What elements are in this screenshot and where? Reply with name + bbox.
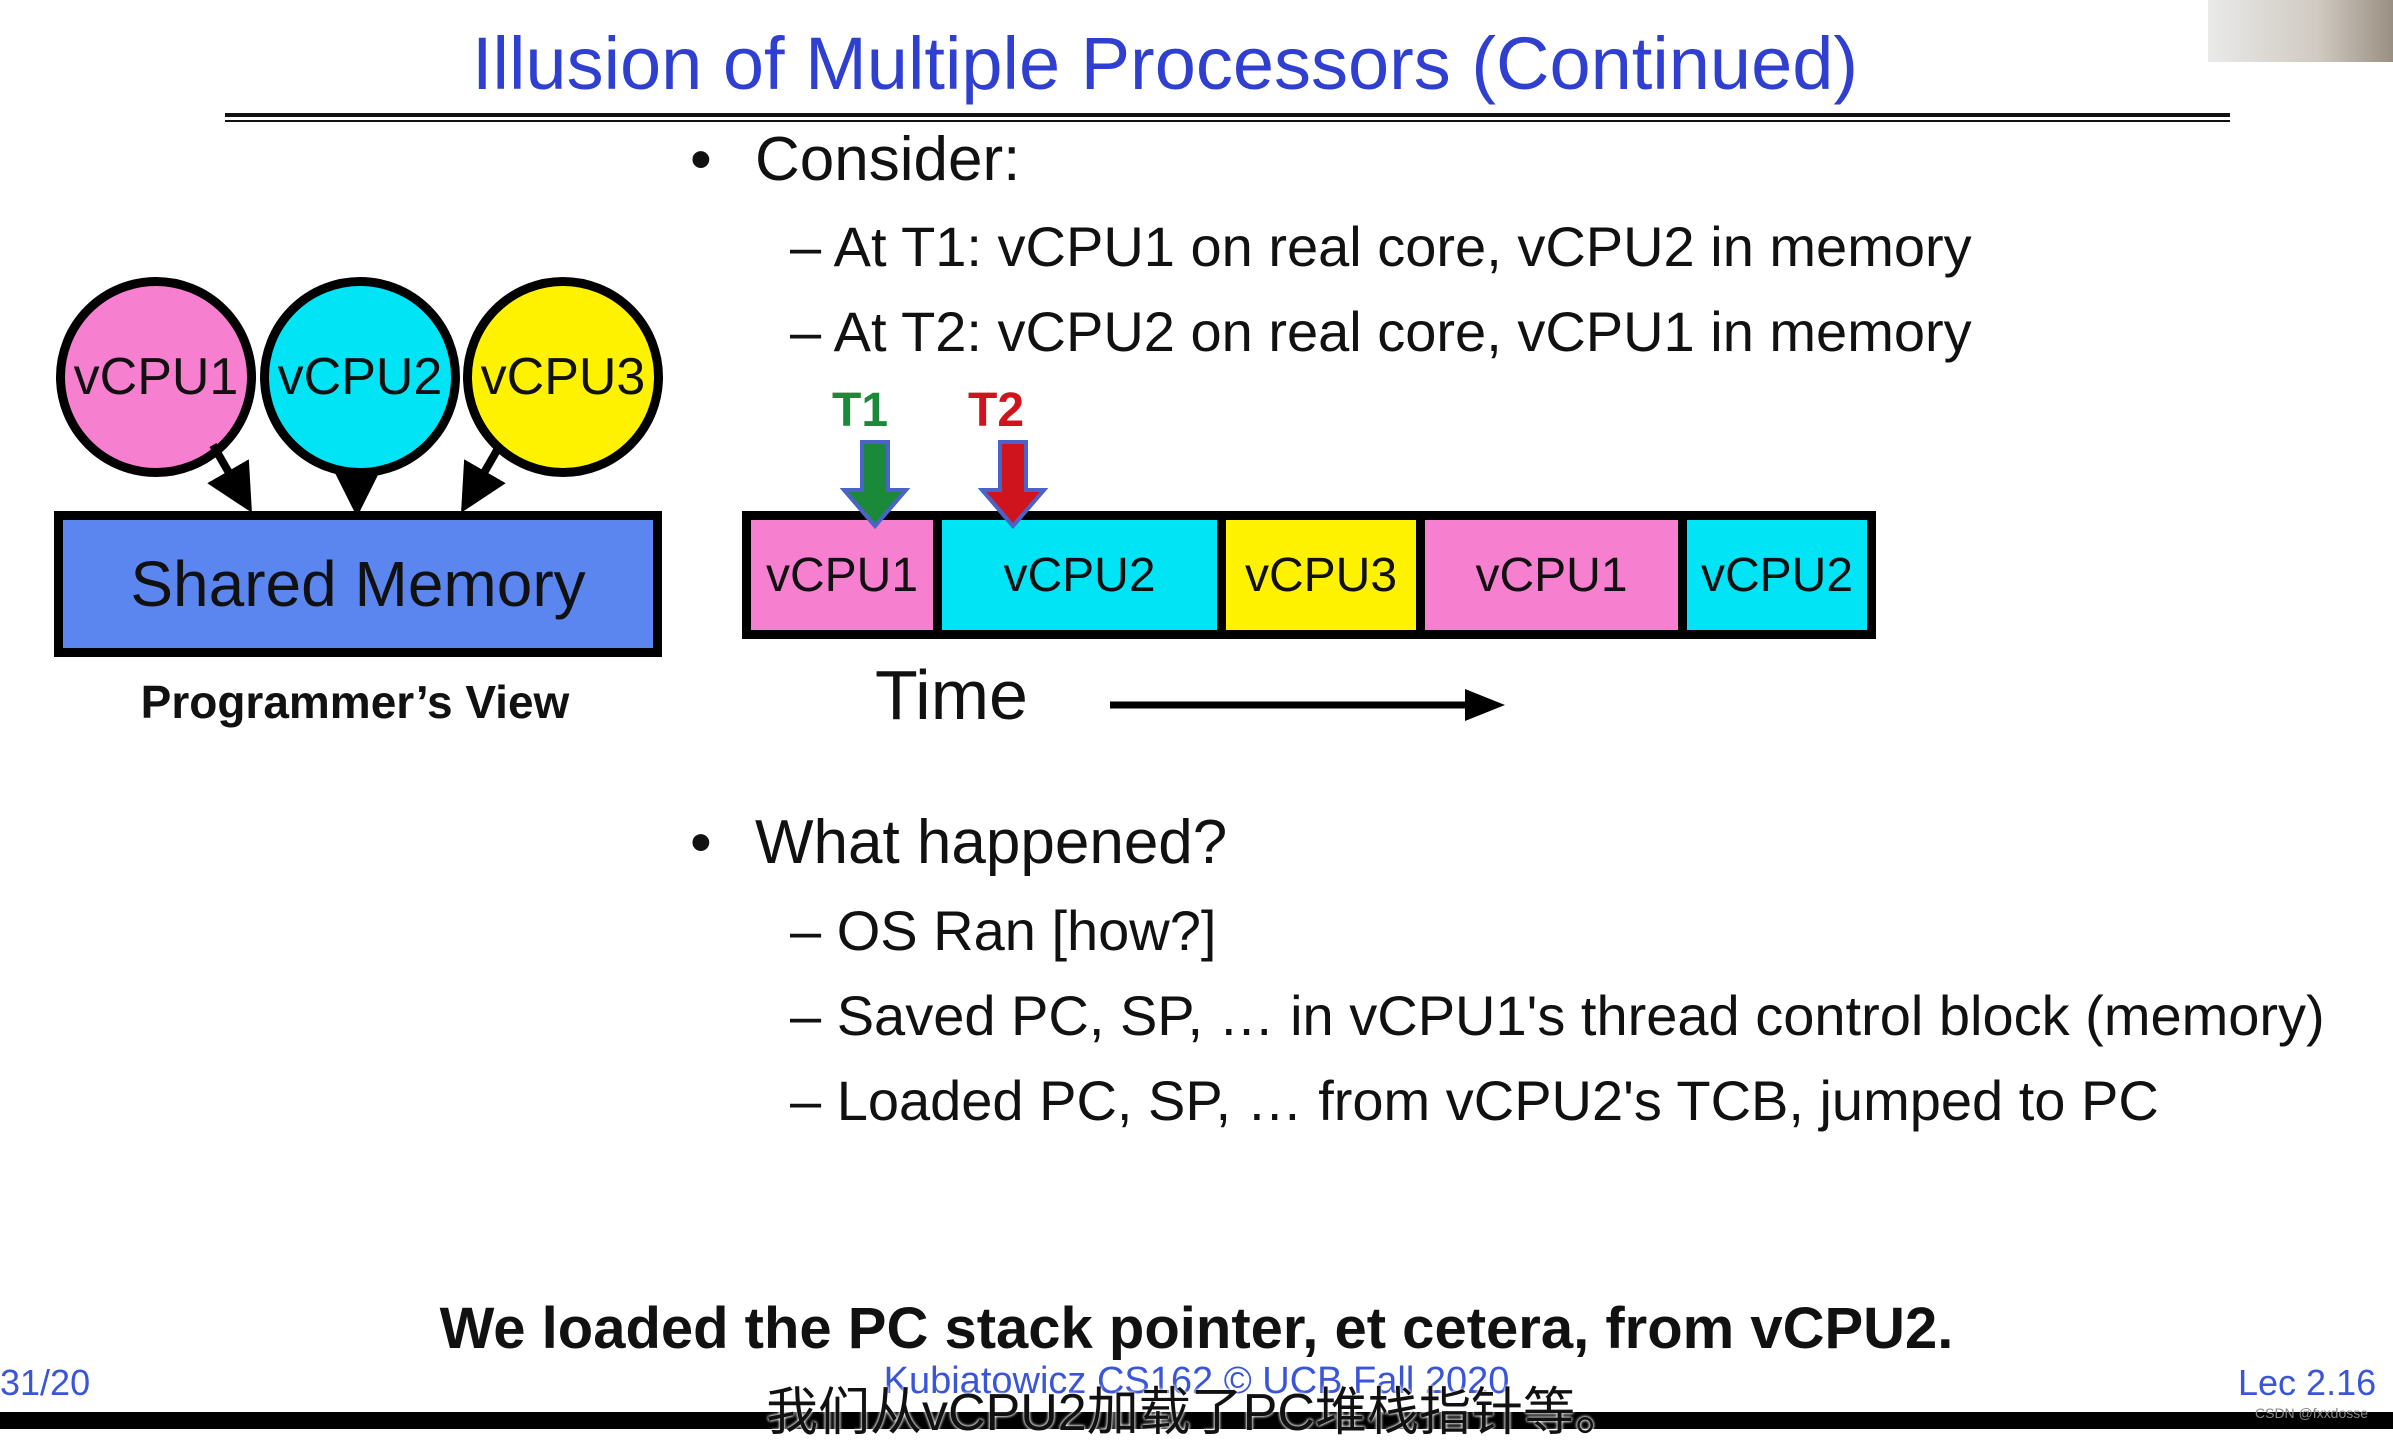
title-rule — [225, 113, 2230, 117]
slide-title: Illusion of Multiple Processors (Continu… — [471, 22, 1859, 105]
t1-label: T1 — [832, 384, 889, 437]
programmers-view-caption: Programmer’s View — [140, 676, 570, 728]
webcam-thumbnail — [2208, 0, 2393, 62]
bullet-what-happened: What happened? — [755, 808, 1228, 877]
arrow-vcpu1 — [207, 443, 252, 513]
subtitle-english: We loaded the PC stack pointer, et ceter… — [438, 1295, 1955, 1363]
video-bottom-bar — [0, 1412, 2393, 1429]
bullet-glyph-2: • — [690, 808, 712, 877]
sub-bullet-os-ran: – OS Ran [how?] — [790, 899, 1217, 962]
bullet-glyph: • — [690, 125, 712, 194]
subtitle-chinese: 我们从vCPU2加载了PC堆栈指针等。 — [766, 1384, 1627, 1442]
footer-course: Kubiatowicz CS162 © UCB Fall 2020 — [883, 1360, 1510, 1402]
sub-bullet-t2: – At T2: vCPU2 on real core, vCPU1 in me… — [790, 300, 1972, 363]
sub-bullet-t1: – At T1: vCPU1 on real core, vCPU2 in me… — [790, 215, 1972, 278]
vcpu3-circle: vCPU3 — [463, 277, 663, 477]
timeline-block-vcpu3: vCPU3 — [1217, 511, 1425, 639]
footer-lecture-number: Lec 2.16 — [2238, 1362, 2377, 1403]
watermark: CSDN @fxxdosse — [2255, 1405, 2369, 1421]
time-label: Time — [875, 656, 1028, 734]
shared-memory-box: Shared Memory — [54, 511, 662, 657]
circle-to-memory-arrows — [207, 443, 506, 517]
timeline-block-vcpu2: vCPU2 — [933, 511, 1226, 639]
title-rule-thin — [225, 120, 2230, 122]
vcpu2-circle: vCPU2 — [260, 277, 460, 477]
footer-page-fragment: 31/20 — [0, 1362, 91, 1403]
bullet-consider: Consider: — [755, 125, 1021, 194]
t2-label: T2 — [968, 384, 1025, 437]
t2-arrow-icon — [978, 440, 1048, 530]
arrow-vcpu3 — [461, 443, 506, 513]
sub-bullet-loaded-pc: – Loaded PC, SP, … from vCPU2's TCB, jum… — [790, 1069, 2159, 1132]
t1-arrow-icon — [840, 440, 910, 530]
timeline-block-vcpu1-second: vCPU1 — [1416, 511, 1687, 639]
vcpu1-circle: vCPU1 — [56, 277, 256, 477]
timeline-block-vcpu2-second: vCPU2 — [1678, 511, 1876, 639]
sub-bullet-saved-pc: – Saved PC, SP, … in vCPU1's thread cont… — [790, 984, 2325, 1047]
timeline-block-vcpu1: vCPU1 — [742, 511, 942, 639]
time-arrow-icon — [1110, 689, 1505, 721]
